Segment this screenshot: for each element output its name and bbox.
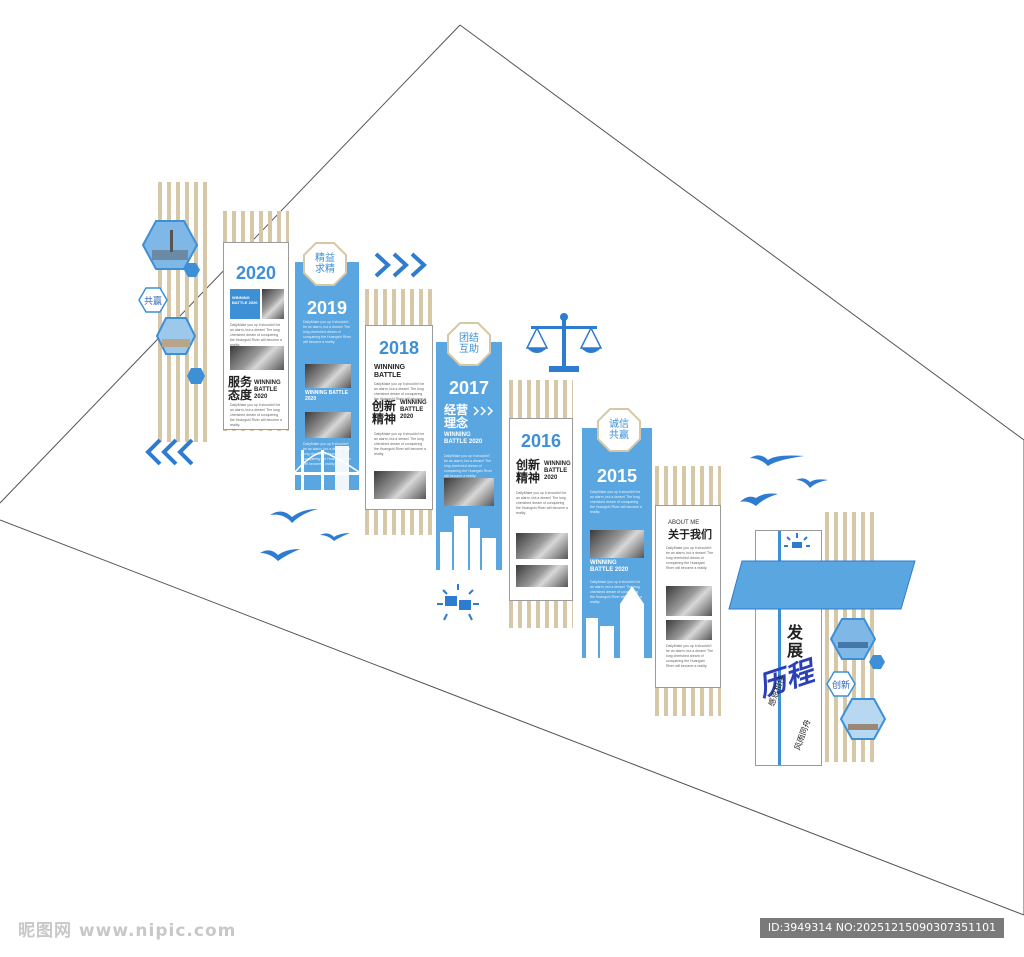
winning-2018: WINNING BATTLE xyxy=(374,364,406,379)
scales-of-justice-icon xyxy=(525,313,603,372)
photo-2020-a xyxy=(262,289,284,319)
about-photo-a xyxy=(666,586,712,616)
body-2017: DailyMake you up it shouldn't be an alar… xyxy=(444,454,493,478)
year-2017: 2017 xyxy=(448,378,490,398)
year-2019: 2019 xyxy=(306,298,348,318)
bridge-icon xyxy=(295,446,359,490)
year-2018: 2018 xyxy=(378,338,420,358)
buildings-icon-2017 xyxy=(440,516,496,570)
body-2018-a: DailyMake you up it shouldn't be an alar… xyxy=(374,382,426,406)
tag-2015: 诚信 共赢 xyxy=(609,419,629,441)
hexagon-photo-right-top xyxy=(830,618,876,660)
year-2015: 2015 xyxy=(596,466,638,486)
winning-2020-a: WINNING BATTLE 2020 xyxy=(232,295,258,305)
body-2020-b: DailyMake you up it shouldn't be an alar… xyxy=(230,403,282,427)
hexagon-small-bottom xyxy=(187,368,205,384)
panel-2019: 2019 DailyMake you up it shouldn't be an… xyxy=(295,262,359,490)
panel-about: ABOUT ME 关于我们 DailyMake you up it should… xyxy=(655,505,721,688)
about-label-en: ABOUT ME xyxy=(668,520,700,526)
photo-2016-a xyxy=(516,533,568,559)
tag-2019: 精益 求精 xyxy=(315,253,335,275)
blue-block-2020 xyxy=(230,289,260,319)
hexagon-photo-mid xyxy=(156,317,196,355)
photo-2016-b xyxy=(516,565,568,587)
body-2016-a: DailyMake you up it shouldn't be an alar… xyxy=(516,491,568,515)
hexagon-photo-top xyxy=(142,220,198,270)
light-burst-icon xyxy=(784,533,810,548)
winning-2018-b: WINNING BATTLE 2020 xyxy=(400,400,427,420)
chevrons-small-icon xyxy=(473,406,494,416)
winning-2015: WINNING BATTLE 2020 xyxy=(590,560,629,573)
title-main: 发展 xyxy=(787,623,804,660)
watermark-id: ID:3949314 NO:20251215090307351101 xyxy=(760,918,1004,938)
hexagon-label-left xyxy=(138,287,168,313)
photo-2015 xyxy=(590,530,644,558)
hex-label-gongying: 共赢 xyxy=(143,297,162,307)
winning-2016: WINNING BATTLE 2020 xyxy=(544,461,571,481)
hexagon-small-right xyxy=(869,655,885,669)
body-2018-b: DailyMake you up it shouldn't be an alar… xyxy=(374,432,426,456)
panel-2015: 2015 DailyMake you up it shouldn't be an… xyxy=(582,428,652,658)
winning-2017: WINNING BATTLE 2020 xyxy=(444,432,483,445)
year-2020: 2020 xyxy=(235,263,277,283)
body-2019-a: DailyMake you up it shouldn't be an alar… xyxy=(303,320,352,344)
chevrons-right-icon xyxy=(374,252,427,278)
body-2020-a: DailyMake you up it shouldn't be an alar… xyxy=(230,323,282,347)
birds-right-icon xyxy=(740,455,828,506)
about-label-cn: 关于我们 xyxy=(668,528,712,541)
winning-2020-b: WINNING BATTLE 2020 xyxy=(254,380,281,400)
hexagon-small-top xyxy=(184,263,200,277)
heading-2018: 创新 精神 xyxy=(372,399,397,426)
photo-2019-a xyxy=(305,364,351,388)
year-2016: 2016 xyxy=(520,431,562,451)
octagon-badge-2017 xyxy=(447,322,491,366)
panel-2020: 2020 WINNING BATTLE 2020 DailyMake you u… xyxy=(223,242,289,430)
octagon-badge-2015 xyxy=(597,408,641,452)
octagon-badge-2019 xyxy=(303,242,347,286)
tag-2017: 团结 互助 xyxy=(459,333,479,355)
chevrons-left-icon xyxy=(145,438,194,466)
photo-2017 xyxy=(444,478,494,506)
about-photo-b xyxy=(666,620,712,640)
body-2015-a: DailyMake you up it shouldn't be an alar… xyxy=(590,490,642,514)
buildings-icon-2015 xyxy=(586,586,644,658)
panel-2017: 2017 经营 理念 WINNING BATTLE 2020 DailyMake… xyxy=(436,342,502,570)
panel-2016: 2016 创新 精神 WINNING BATTLE 2020 DailyMake… xyxy=(509,418,573,601)
panel-2018: 2018 WINNING BATTLE DailyMake you up it … xyxy=(365,325,433,510)
watermark-nipic: 昵图网 www.nipic.com xyxy=(18,921,237,941)
photo-2018 xyxy=(374,471,426,499)
speech-bubbles-icon xyxy=(437,584,479,621)
title-blue-line xyxy=(778,531,781,765)
heading-2016: 创新 精神 xyxy=(516,458,541,485)
heading-2020: 服务 态度 xyxy=(228,375,253,402)
heading-2017: 经营 理念 xyxy=(444,403,469,430)
body-2015-b: DailyMake you up it shouldn't be an alar… xyxy=(590,580,642,604)
hex-label-chuangxin: 创新 xyxy=(831,681,850,691)
hexagon-photo-right-bottom xyxy=(840,698,886,740)
title-parallelogram xyxy=(728,560,916,610)
photo-2020-b xyxy=(230,346,284,370)
birds-left-icon xyxy=(260,509,350,561)
photo-2019-b xyxy=(305,412,351,438)
hexagon-label-right xyxy=(826,671,856,697)
about-body-b: DailyMake you up it shouldn't be an alar… xyxy=(666,644,714,668)
about-body-a: DailyMake you up it shouldn't be an alar… xyxy=(666,546,714,570)
winning-2019: WINNING BATTLE 2020 xyxy=(305,390,348,402)
